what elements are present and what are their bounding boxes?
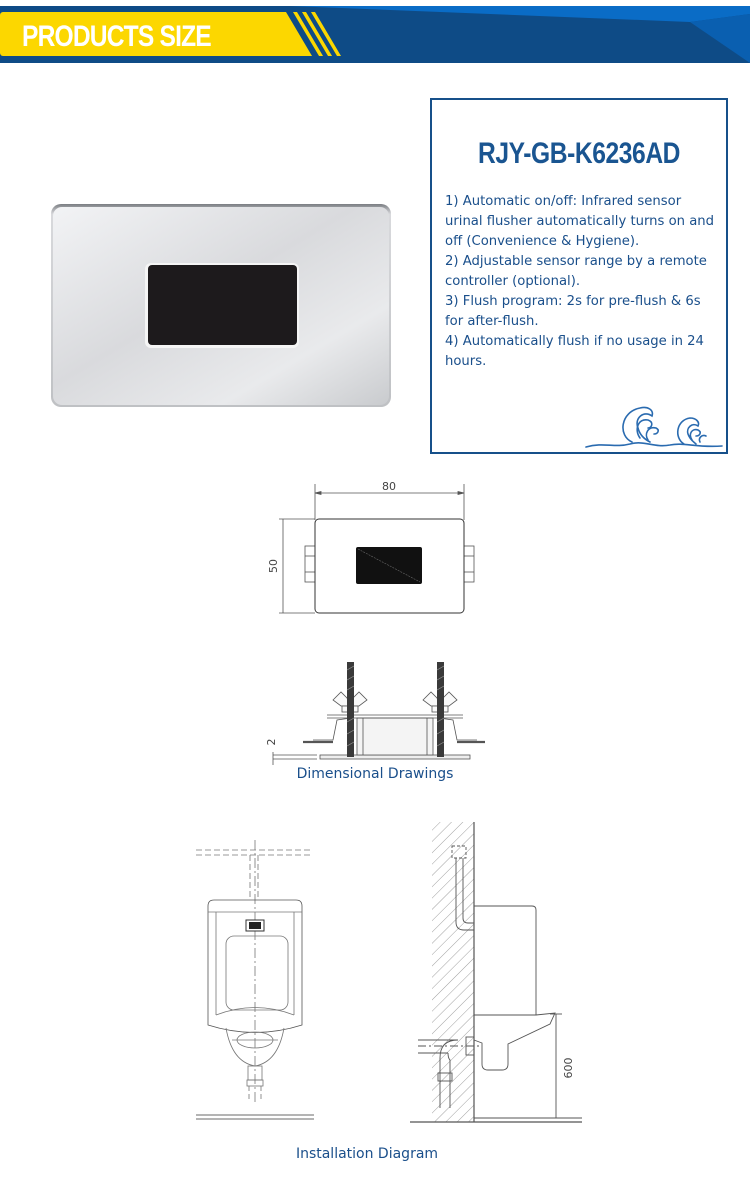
- feature-line: off (Convenience & Hygiene).: [445, 234, 640, 249]
- product-photo: [50, 203, 392, 408]
- feature-line: 1) Automatic on/off: Infrared sensor: [445, 194, 682, 209]
- feature-line: hours.: [445, 354, 487, 369]
- waves-icon: [585, 406, 723, 448]
- feature-line: 3) Flush program: 2s for pre-flush & 6s: [445, 294, 701, 309]
- side-section-drawing: 2: [265, 660, 487, 765]
- depth-dimension-label: 2: [265, 739, 278, 746]
- feature-line: urinal flusher automatically turns on an…: [445, 214, 715, 229]
- installation-front-view: [190, 840, 320, 1130]
- feature-line: 4) Automatically flush if no usage in 24: [445, 334, 704, 349]
- section-header-banner: PRODUCTS SIZE: [0, 6, 750, 63]
- height-dimension-label: 50: [267, 559, 280, 573]
- feature-line: 2) Adjustable sensor range by a remote: [445, 254, 707, 269]
- dimensional-drawings-caption: Dimensional Drawings: [296, 766, 454, 782]
- product-info-card: RJY-GB-K6236AD 1) Automatic on/off: Infr…: [430, 98, 728, 454]
- model-number: RJY-GB-K6236AD: [477, 137, 681, 170]
- installation-side-view: 600: [410, 818, 590, 1130]
- banner-graphic: [0, 6, 750, 63]
- feature-list: 1) Automatic on/off: Infrared sensor uri…: [445, 192, 725, 372]
- feature-line: controller (optional).: [445, 274, 581, 289]
- feature-line: for after-flush.: [445, 314, 539, 329]
- front-view-drawing: 80 50: [265, 478, 485, 628]
- section-title: PRODUCTS SIZE: [22, 20, 212, 53]
- mount-height-label: 600: [562, 1058, 575, 1079]
- installation-diagram-caption: Installation Diagram: [295, 1146, 439, 1162]
- width-dimension-label: 80: [382, 480, 396, 493]
